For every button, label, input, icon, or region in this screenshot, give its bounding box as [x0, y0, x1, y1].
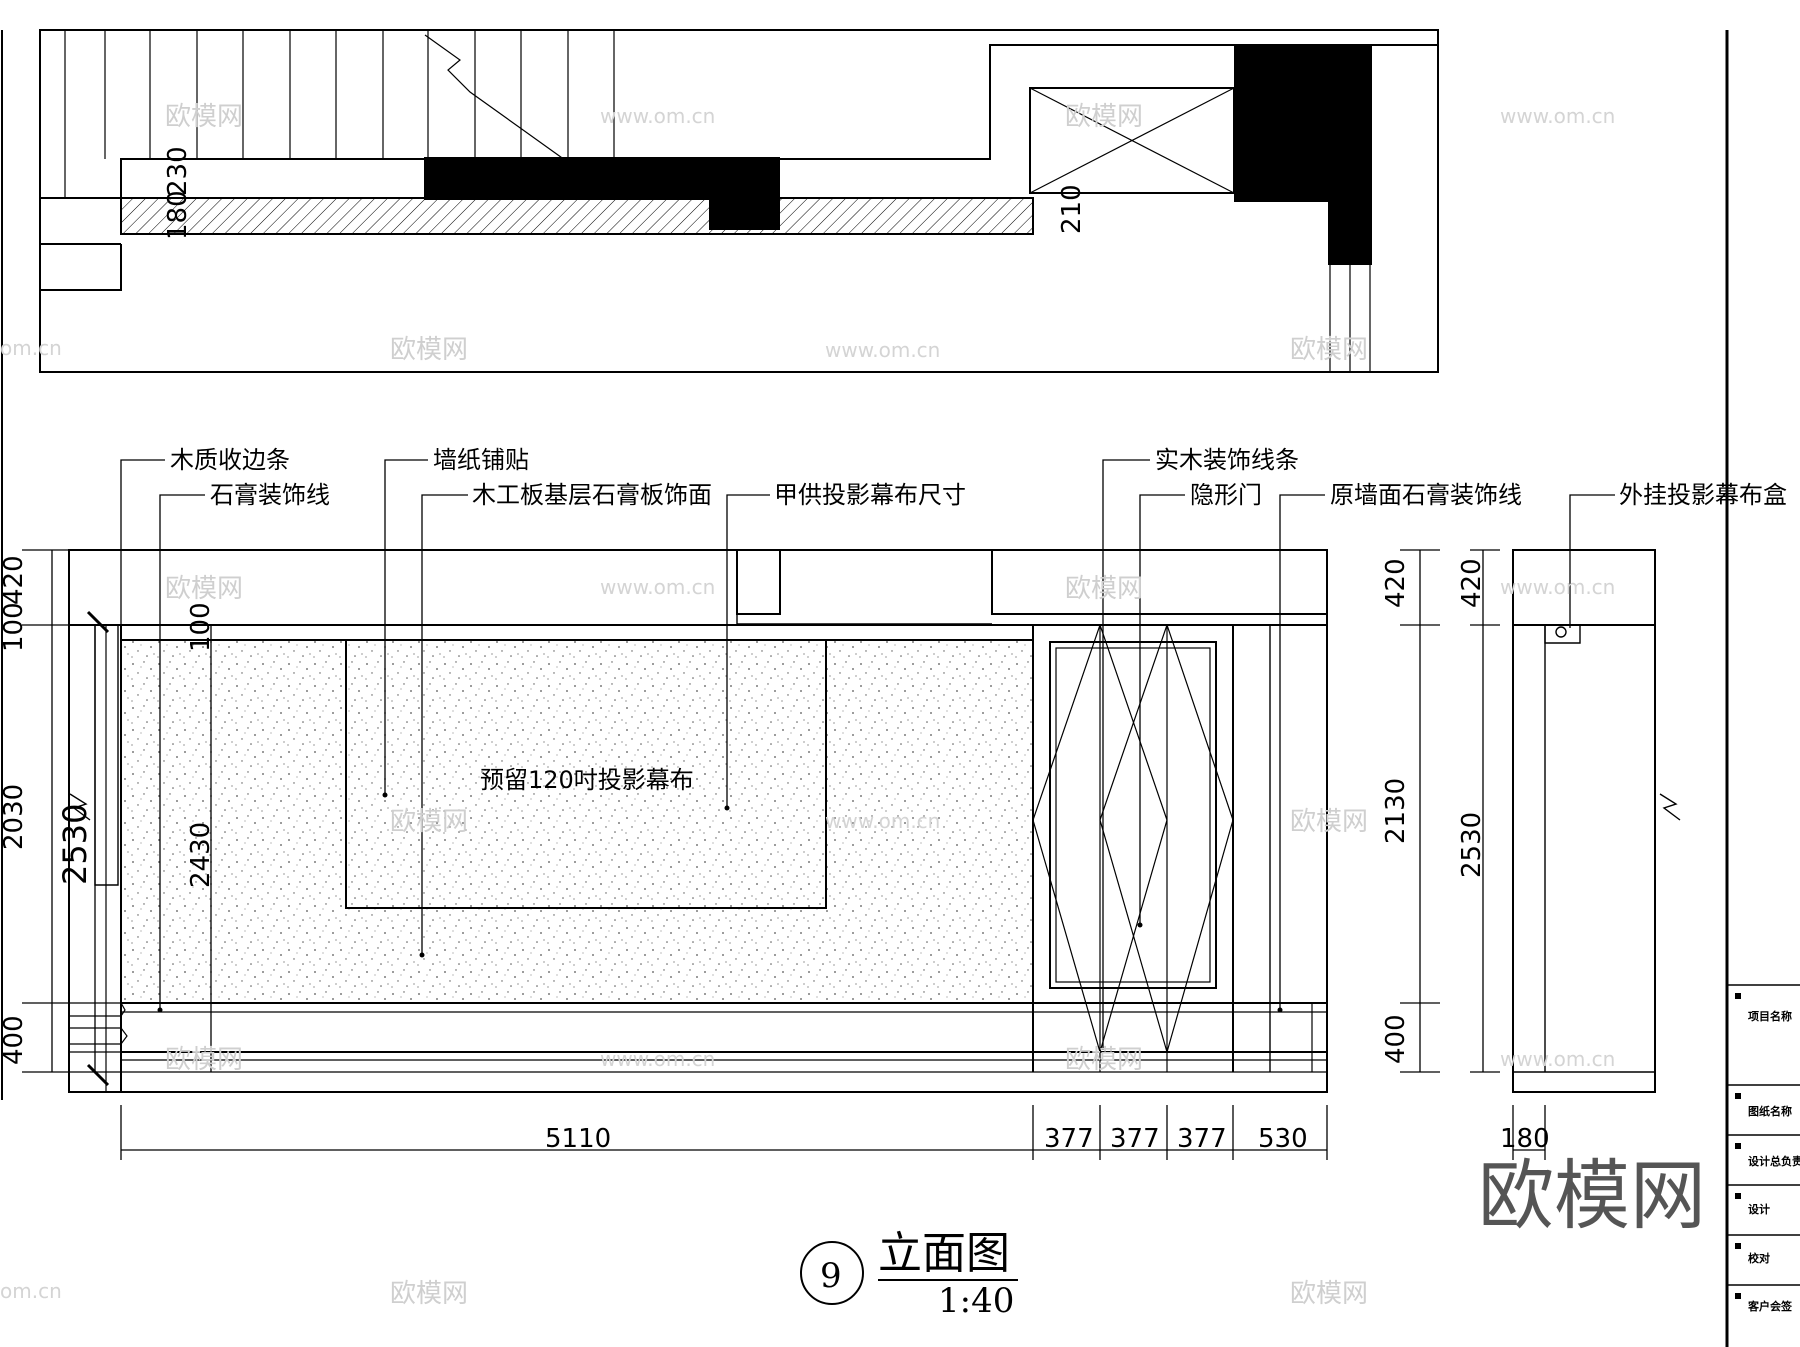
watermarks: 欧模网 www.om.cn 欧模网 www.om.cn om.cn 欧模网 ww… — [0, 102, 1706, 1309]
tb-drawing-name: 图纸名称 — [1748, 1104, 1792, 1118]
tb-client-signoff: 客户会签 — [1747, 1299, 1793, 1313]
left-dim-2030: 2030 — [0, 784, 29, 850]
elevation-view — [68, 549, 1328, 1093]
side-dim-180: 180 — [1500, 1124, 1550, 1154]
title-number: 9 — [820, 1256, 842, 1296]
leader-dots — [157, 792, 1283, 1013]
label-wood-trim: 木质收边条 — [170, 446, 290, 474]
label-solid-wood-trim: 实木装饰线条 — [1155, 446, 1299, 474]
side-dim-420: 420 — [1457, 558, 1487, 608]
title-number-circle — [800, 1241, 864, 1305]
right-dim-420: 420 — [1381, 558, 1411, 608]
drawing-title: 9 立面图 1:40 — [800, 1228, 1018, 1321]
watermark-logo-4: 欧模网 — [1290, 335, 1368, 365]
watermark-logo-9: 欧模网 — [165, 1045, 243, 1075]
title-name: 立面图 — [878, 1228, 1010, 1279]
right-dim-400: 400 — [1381, 1014, 1411, 1064]
dimension-lines — [22, 549, 1546, 1160]
watermark-logo-7: 欧模网 — [390, 807, 468, 837]
dimension-numbers: 420 100 2030 400 2530 100 2430 420 2130 … — [0, 555, 1550, 1154]
label-wallpaper: 墙纸铺贴 — [433, 446, 529, 474]
watermark-logo-11: 欧模网 — [390, 1279, 468, 1309]
watermark-url-6: www.om.cn — [1500, 575, 1615, 599]
screen-reserve-text: 预留120吋投影幕布 — [480, 766, 694, 794]
left-dim-100b: 100 — [186, 602, 216, 652]
plan-dimension-labels: 180 230 210 — [163, 146, 1087, 240]
title-block: 项目名称 图纸名称 设计总负责 设计 校对 客户会签 — [1725, 30, 1800, 1347]
watermark-logo-big: 欧模网 — [1478, 1151, 1706, 1240]
tb-project-name: 项目名称 — [1748, 1009, 1792, 1023]
plan-view — [39, 29, 1439, 373]
left-dim-420: 420 — [0, 555, 29, 605]
watermark-logo-3: 欧模网 — [390, 335, 468, 365]
side-dim-2530: 2530 — [1457, 812, 1487, 878]
left-dim-100: 100 — [0, 602, 29, 652]
annotation-labels: 木质收边条 石膏装饰线 墙纸铺贴 木工板基层石膏板饰面 甲供投影幕布尺寸 实木装… — [170, 446, 1787, 794]
label-hidden-door: 隐形门 — [1190, 481, 1262, 509]
tb-designer: 设计 — [1748, 1202, 1770, 1216]
bottom-dim-530: 530 — [1258, 1124, 1308, 1154]
plan-dim-230: 230 — [163, 146, 193, 196]
bottom-dim-377b: 377 — [1110, 1124, 1160, 1154]
watermark-url-10: www.om.cn — [1500, 1047, 1615, 1071]
watermark-logo-10: 欧模网 — [1065, 1045, 1143, 1075]
watermark-url-9: www.om.cn — [600, 1047, 715, 1071]
plan-dim-180: 180 — [163, 190, 193, 240]
right-dim-2130: 2130 — [1381, 778, 1411, 844]
tb-design-lead: 设计总负责 — [1748, 1154, 1800, 1168]
side-elevation — [69, 549, 1681, 1093]
label-original-wall-moulding: 原墙面石膏装饰线 — [1330, 481, 1522, 509]
label-screen-size: 甲供投影幕布尺寸 — [774, 481, 966, 509]
watermark-url-3: www.om.cn — [825, 338, 940, 362]
watermark-logo-8: 欧模网 — [1290, 807, 1368, 837]
watermark-logo-12: 欧模网 — [1290, 1279, 1368, 1309]
leader-lines — [120, 459, 1615, 1050]
watermark-logo-5: 欧模网 — [165, 574, 243, 604]
watermark-logo-6: 欧模网 — [1065, 574, 1143, 604]
watermark-logo-1: 欧模网 — [165, 102, 243, 132]
bottom-dim-5110: 5110 — [545, 1124, 611, 1154]
bottom-dim-377c: 377 — [1177, 1124, 1227, 1154]
watermark-url-1: www.om.cn — [600, 104, 715, 128]
left-dim-400: 400 — [0, 1015, 29, 1065]
label-projector-screen-box: 外挂投影幕布盒 — [1619, 481, 1787, 509]
plan-solid-walls — [424, 45, 1372, 265]
left-dim-2430: 2430 — [186, 822, 216, 888]
watermark-url-7: www.om.cn — [825, 809, 940, 833]
title-scale: 1:40 — [938, 1281, 1014, 1321]
watermark-partial-1: om.cn — [0, 336, 62, 360]
left-dim-2530: 2530 — [56, 804, 94, 885]
tb-checker: 校对 — [1748, 1251, 1770, 1265]
watermark-url-2: www.om.cn — [1500, 104, 1615, 128]
plan-dim-210: 210 — [1057, 184, 1087, 234]
watermark-logo-2: 欧模网 — [1065, 102, 1143, 132]
bottom-dim-377a: 377 — [1044, 1124, 1094, 1154]
watermark-url-5: www.om.cn — [600, 575, 715, 599]
label-gypsum-moulding: 石膏装饰线 — [210, 481, 330, 509]
watermark-partial-2: om.cn — [0, 1279, 62, 1303]
label-plywood-gypsum-finish: 木工板基层石膏板饰面 — [472, 481, 712, 509]
